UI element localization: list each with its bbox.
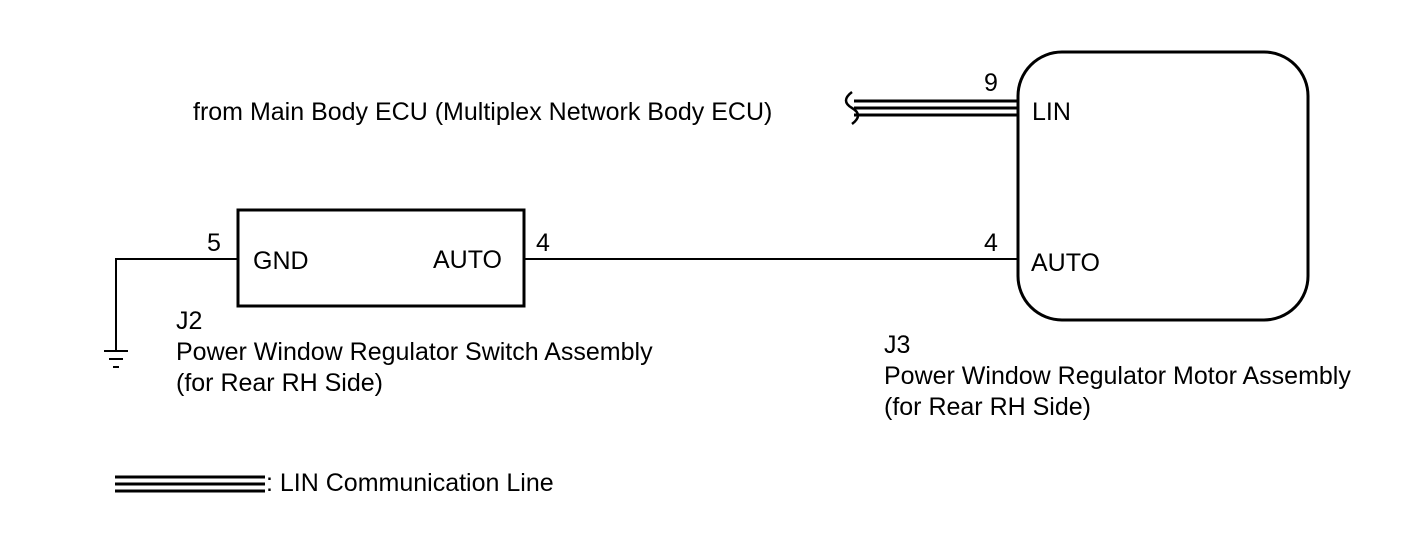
switch-auto-pin-label: AUTO xyxy=(433,246,502,274)
switch-gnd-pin-number: 5 xyxy=(207,229,221,257)
motor-assembly-box xyxy=(1016,50,1310,322)
switch-assembly-code: J2 xyxy=(176,307,203,335)
motor-assembly-side: (for Rear RH Side) xyxy=(884,393,1091,421)
motor-lin-pin-number: 9 xyxy=(984,69,998,97)
legend-lin-label: : LIN Communication Line xyxy=(266,469,554,497)
ground-wire xyxy=(115,258,238,350)
motor-lin-pin-label: LIN xyxy=(1032,98,1071,126)
switch-auto-pin-number: 4 xyxy=(536,229,550,257)
motor-auto-pin-number: 4 xyxy=(984,229,998,257)
switch-assembly-caption: J2 Power Window Regulator Switch Assembl… xyxy=(176,306,653,399)
motor-assembly-caption: J3 Power Window Regulator Motor Assembly… xyxy=(884,330,1351,423)
lin-communication-line xyxy=(854,99,1018,117)
switch-assembly-name: Power Window Regulator Switch Assembly xyxy=(176,338,653,366)
motor-auto-pin-label: AUTO xyxy=(1031,249,1100,277)
switch-gnd-pin-label: GND xyxy=(253,247,309,275)
motor-assembly-name: Power Window Regulator Motor Assembly xyxy=(884,362,1351,390)
legend-line-sample xyxy=(115,475,265,493)
ground-symbol-icon xyxy=(104,350,128,368)
line-break-mark xyxy=(844,91,860,125)
motor-assembly-code: J3 xyxy=(884,331,911,359)
source-label: from Main Body ECU (Multiplex Network Bo… xyxy=(193,98,773,126)
switch-assembly-side: (for Rear RH Side) xyxy=(176,369,383,397)
